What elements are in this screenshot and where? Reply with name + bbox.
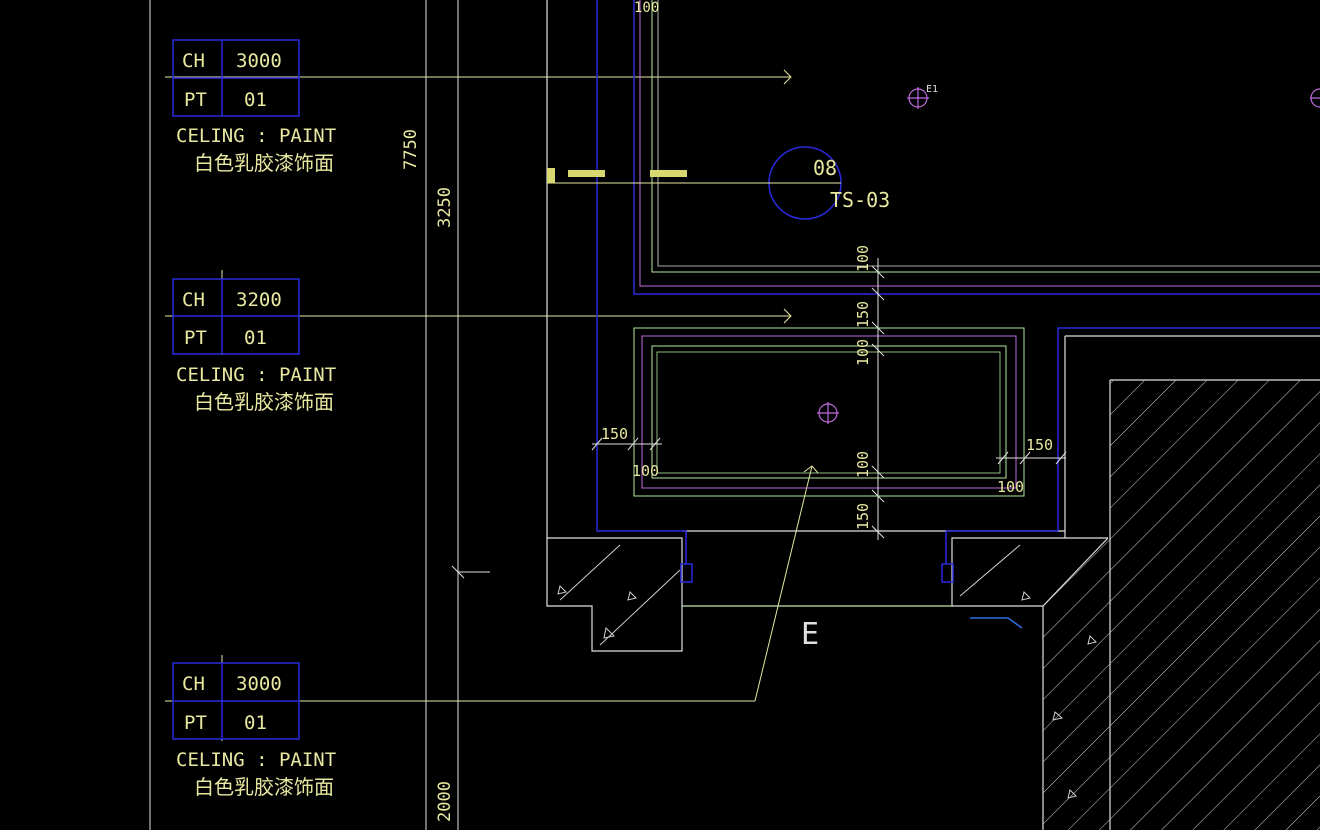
left-boundary-lines xyxy=(149,0,490,830)
dimension-chain-vertical xyxy=(871,258,885,540)
tag-ch-label: CH xyxy=(182,673,205,695)
ceiling-tag-1[interactable]: CH 3000 PT 01 CELING : PAINT 白色乳胶漆饰面 xyxy=(172,39,336,175)
tag-ch-value: 3000 xyxy=(236,50,282,72)
upper-soffit xyxy=(639,0,1320,287)
tag-pt-value: 01 xyxy=(244,712,267,734)
tag-pt-label: PT xyxy=(184,89,207,111)
dim-h-100-right: 100 xyxy=(997,478,1024,496)
ceiling-recess[interactable] xyxy=(633,327,1025,497)
wall-hatch xyxy=(1043,380,1320,830)
downlight-e1[interactable] xyxy=(907,87,929,109)
dim-h-150-right: 150 xyxy=(1026,436,1053,454)
tag-note-cn: 白色乳胶漆饰面 xyxy=(194,151,334,175)
dimension-chain-horizontal xyxy=(591,437,1067,465)
tag-pt-value: 01 xyxy=(244,327,267,349)
dim-v-100-a: 100 xyxy=(854,245,872,272)
grid-letter-e: E xyxy=(801,617,819,652)
section-cut-marks xyxy=(547,168,687,183)
ceiling-tag-2[interactable]: CH 3200 PT 01 CELING : PAINT 白色乳胶漆饰面 xyxy=(172,278,336,414)
downlight-recess[interactable] xyxy=(817,402,839,424)
concrete-marks xyxy=(557,544,1097,799)
section-bubble[interactable]: 08 TS-03 xyxy=(547,146,890,220)
dim-v-100-b: 100 xyxy=(854,339,872,366)
dim-2000: 2000 xyxy=(435,781,455,822)
tag-ch-label: CH xyxy=(182,50,205,72)
dim-v-150-b: 150 xyxy=(854,503,872,530)
downlight-edge[interactable] xyxy=(1310,88,1320,108)
tag-pt-value: 01 xyxy=(244,89,267,111)
tag-ch-label: CH xyxy=(182,289,205,311)
dim-3250: 3250 xyxy=(435,187,455,228)
tag-note-en: CELING : PAINT xyxy=(176,364,336,386)
tag-pt-label: PT xyxy=(184,327,207,349)
dim-h-100-left: 100 xyxy=(632,462,659,480)
bubble-code: TS-03 xyxy=(830,188,890,212)
tag-pt-label: PT xyxy=(184,712,207,734)
tag-ch-value: 3000 xyxy=(236,673,282,695)
dim-7750: 7750 xyxy=(401,129,421,170)
light-blue-mark xyxy=(970,617,1023,629)
dim-v-100-c: 100 xyxy=(854,451,872,478)
tag-note-en: CELING : PAINT xyxy=(176,125,336,147)
dim-v-150-a: 150 xyxy=(854,301,872,328)
tag-note-cn: 白色乳胶漆饰面 xyxy=(194,775,334,799)
ceiling-tag-3[interactable]: CH 3000 PT 01 CELING : PAINT 白色乳胶漆饰面 xyxy=(172,662,336,799)
dim-top-100: 100 xyxy=(634,0,659,16)
tag-ch-value: 3200 xyxy=(236,289,282,311)
tag-note-en: CELING : PAINT xyxy=(176,749,336,771)
tag-note-cn: 白色乳胶漆饰面 xyxy=(194,390,334,414)
light-tag-e1: E1 xyxy=(926,84,938,95)
bubble-number: 08 xyxy=(813,156,837,180)
ceiling-blue-outline xyxy=(596,0,1320,583)
dim-h-150-left: 150 xyxy=(601,425,628,443)
